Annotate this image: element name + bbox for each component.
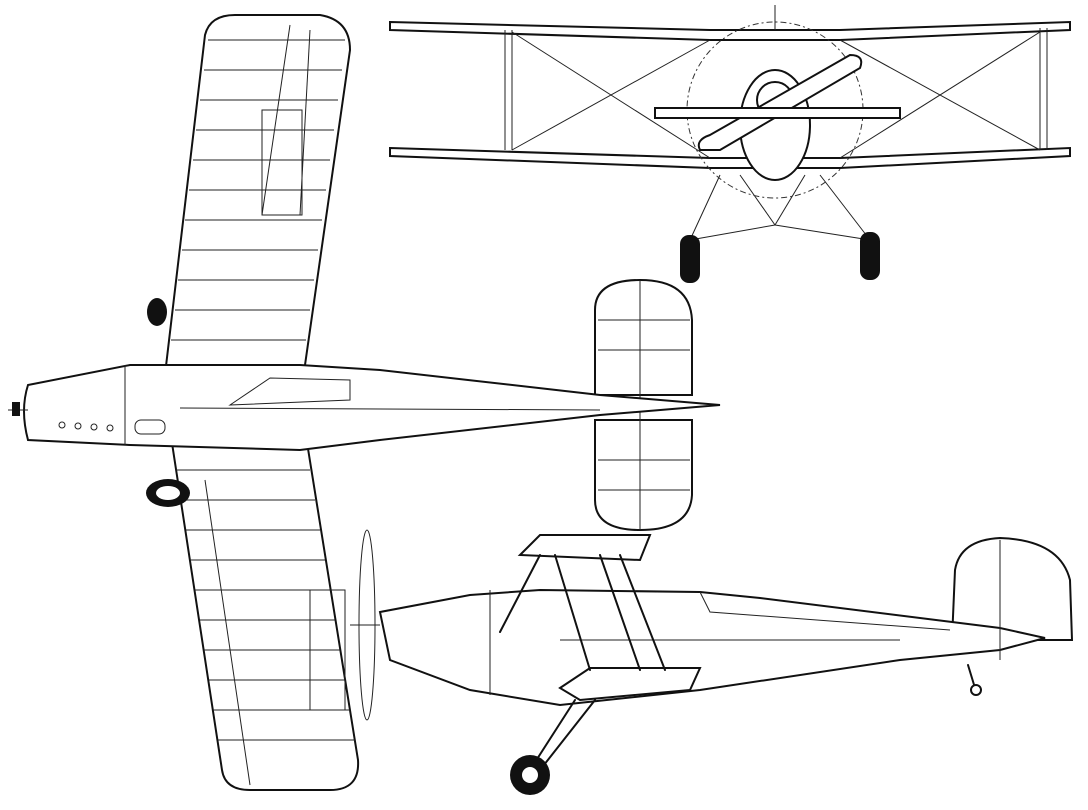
side-view [350, 529, 1074, 795]
side-view-upper-wing [517, 534, 652, 562]
top-view-fuselage-details [58, 365, 601, 445]
side-view-fuselage-details [489, 540, 1001, 695]
front-view-upper-wing [389, 20, 1071, 41]
top-view-fuselage [23, 364, 721, 452]
top-view-wheel-hub [156, 486, 180, 500]
side-view-tailwheel-leg [967, 664, 976, 689]
front-view-tailplane [654, 107, 901, 119]
front-view-wheel-left [680, 235, 700, 283]
top-view-wheel-upper [147, 298, 167, 326]
front-view-lower-wing [389, 146, 1071, 169]
side-view-tailwheel [970, 684, 982, 696]
top-view [8, 14, 721, 791]
side-view-lower-wing [558, 667, 702, 702]
front-view-wheel-right [860, 232, 880, 280]
top-view-horizontal-tail-lower [594, 419, 693, 532]
top-view-horizontal-tail [594, 278, 693, 396]
top-view-lower-wing-ribs [176, 469, 355, 786]
top-view-lower-wing [168, 429, 360, 791]
front-view-propeller [697, 53, 863, 151]
front-view-struts [504, 28, 1048, 241]
side-view-wheel-hub [522, 767, 538, 783]
top-view-prop-hub [12, 402, 20, 416]
side-view-fin [950, 536, 1074, 641]
top-view-upper-wing [160, 14, 352, 401]
side-view-fuselage [378, 588, 1046, 707]
front-view [389, 5, 1071, 283]
